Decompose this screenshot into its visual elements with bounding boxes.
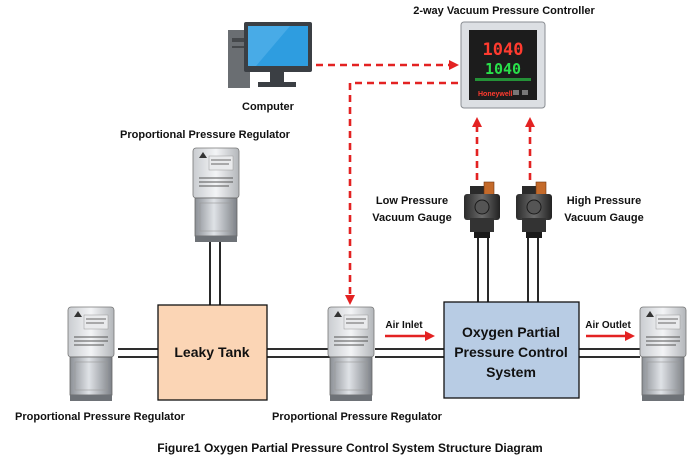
system-label-line1: Oxygen Partial [462, 324, 560, 340]
system-label-line2: Pressure Control [454, 344, 568, 360]
low-gauge-label-line2: Vacuum Gauge [372, 212, 451, 224]
system-box [443, 301, 580, 399]
computer-icon [228, 22, 312, 88]
ppr-top-label: Proportional Pressure Regulator [120, 129, 291, 141]
ppr-left-label: Proportional Pressure Regulator [15, 411, 186, 423]
regulator-icon-right [639, 306, 687, 402]
computer-label: Computer [242, 101, 295, 113]
regulator-icon-left [67, 306, 115, 402]
ppr-mid-label: Proportional Pressure Regulator [272, 411, 443, 423]
controller-pv-value: 1040 [483, 40, 524, 60]
controller-label: 2-way Vacuum Pressure Controller [413, 5, 595, 17]
pipes [118, 238, 640, 358]
controller-sv-value: 1040 [485, 60, 521, 78]
vacuum-gauge-icon-high [515, 181, 553, 239]
low-gauge-label-line1: Low Pressure [376, 195, 448, 207]
high-gauge-label-line2: Vacuum Gauge [564, 212, 643, 224]
regulator-icon-mid [327, 306, 375, 402]
air-inlet-label: Air Inlet [385, 320, 423, 331]
vacuum-gauge-icon-low [463, 181, 501, 239]
controller-icon: 1040 1040 Honeywell [460, 21, 546, 109]
figure-caption: Figure1 Oxygen Partial Pressure Control … [157, 441, 542, 455]
leaky-tank-box [157, 304, 268, 401]
regulator-icon-top [192, 147, 240, 243]
high-gauge-label-line1: High Pressure [567, 195, 642, 207]
leaky-tank-label: Leaky Tank [174, 344, 249, 360]
air-outlet-label: Air Outlet [585, 320, 631, 331]
controller-brand: Honeywell [478, 91, 513, 98]
signal-lines [316, 60, 535, 305]
controller-to-regulator-line [345, 81, 458, 305]
system-label-line3: System [486, 364, 536, 380]
